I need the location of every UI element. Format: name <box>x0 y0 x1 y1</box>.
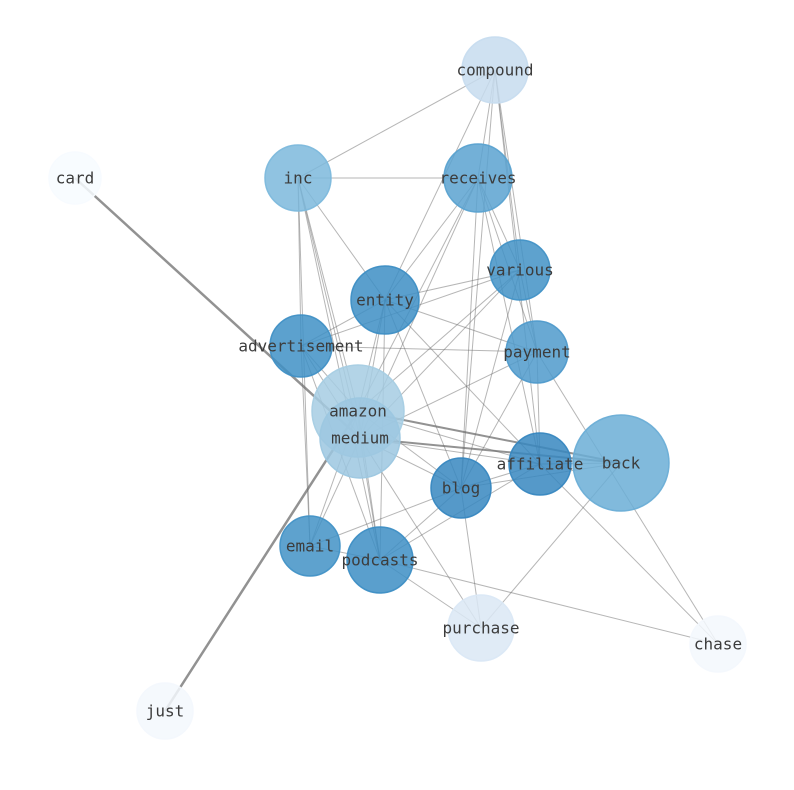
graph-node-payment <box>505 320 569 384</box>
graph-edge <box>300 345 538 353</box>
graph-node-just <box>136 682 194 740</box>
graph-edge <box>163 410 360 712</box>
graph-edge <box>384 69 496 301</box>
graph-edge <box>539 463 719 645</box>
graph-node-inc <box>264 144 332 212</box>
graph-nodes-layer <box>48 36 747 740</box>
graph-node-podcasts <box>346 526 414 594</box>
graph-node-card <box>48 151 102 205</box>
graph-node-medium <box>319 397 401 479</box>
graph-node-entity <box>350 265 420 335</box>
graph-node-affiliate <box>508 432 572 496</box>
graph-edge <box>74 177 361 439</box>
graph-edge <box>300 345 311 547</box>
graph-node-back <box>572 414 670 512</box>
graph-node-receives <box>443 143 513 213</box>
graph-edge <box>384 299 541 465</box>
graph-node-compound <box>461 36 529 104</box>
graph-edge <box>460 177 479 489</box>
graph-edge <box>297 69 496 179</box>
graph-node-chase <box>689 615 747 673</box>
graph-edge <box>460 269 521 489</box>
graph-edge <box>494 69 538 353</box>
graph-node-advertisement <box>269 314 333 378</box>
graph-node-email <box>279 515 341 577</box>
graph-edge <box>477 177 541 465</box>
graph-edge <box>379 559 719 645</box>
graph-node-blog <box>430 457 492 519</box>
graph-node-purchase <box>447 594 515 662</box>
graph-node-various <box>489 239 551 301</box>
